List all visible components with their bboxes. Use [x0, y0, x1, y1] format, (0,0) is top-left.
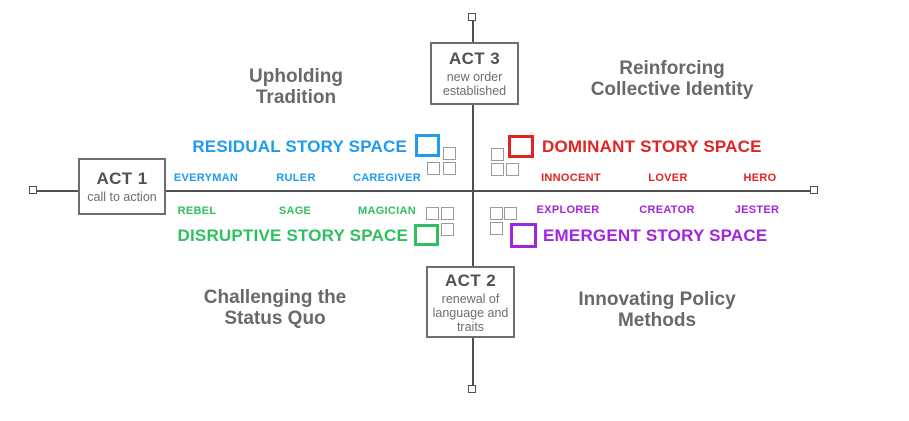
act2-subtitle: renewal of language and traits [433, 292, 509, 334]
residual-color-swatch-square [415, 134, 440, 157]
grid-square [443, 162, 456, 175]
quadrant-tl-line1: Upholding [249, 66, 343, 87]
archetype-ruler: RULER [276, 172, 316, 184]
quadrant-label-innovating-policy-methods: Innovating Policy Methods [547, 289, 767, 331]
archetype-creator: CREATOR [639, 204, 695, 216]
act3-subtitle: new order established [443, 70, 506, 98]
grid-square [491, 148, 504, 161]
act3-subtitle-line1: new order [446, 70, 503, 84]
quadrant-label-challenging-status-quo: Challenging the Status Quo [165, 287, 385, 329]
act1-title: ACT 1 [96, 169, 148, 188]
grid-square [491, 163, 504, 176]
disruptive-color-swatch-square [414, 224, 439, 246]
axis-endpoint-top [468, 13, 476, 21]
emergent-story-space-label: EMERGENT STORY SPACE [543, 226, 768, 245]
act2-subtitle-line2: language and [432, 305, 509, 320]
archetype-everyman: EVERYMAN [173, 172, 239, 184]
act2-title: ACT 2 [444, 270, 497, 290]
quadrant-tr-line2: Collective Identity [590, 79, 754, 100]
grid-square [490, 222, 503, 235]
act3-title: ACT 3 [448, 49, 501, 68]
quadrant-br-line1: Innovating Policy [578, 289, 736, 310]
archetype-magician: MAGICIAN [357, 205, 417, 217]
axis-endpoint-left [29, 186, 37, 194]
axis-endpoint-right [810, 186, 818, 194]
quadrant-label-upholding-tradition: Upholding Tradition [196, 66, 396, 108]
archetype-rebel: REBEL [177, 205, 217, 217]
grid-square [506, 163, 519, 176]
act3-box: ACT 3 new order established [430, 42, 519, 105]
quadrant-bl-line2: Status Quo [224, 308, 326, 329]
quadrant-tr-line1: Reinforcing [619, 58, 725, 79]
dominant-story-space-label: DOMINANT STORY SPACE [542, 137, 762, 156]
act2-subtitle-line3: traits [456, 319, 485, 334]
act1-subtitle: call to action [87, 190, 157, 204]
vertical-axis-line [472, 17, 474, 390]
archetype-innocent: INNOCENT [541, 172, 601, 184]
act2-box: ACT 2 renewal of language and traits [426, 266, 515, 338]
quadrant-label-reinforcing-collective-identity: Reinforcing Collective Identity [552, 58, 792, 100]
archetype-jester: JESTER [734, 204, 780, 216]
grid-square [443, 147, 456, 160]
act2-subtitle-line1: renewal of [441, 291, 500, 306]
archetype-hero: HERO [743, 172, 777, 184]
grid-square [504, 207, 517, 220]
grid-square [427, 162, 440, 175]
disruptive-story-space-label: DISRUPTIVE STORY SPACE [177, 226, 408, 245]
act3-subtitle-line2: established [442, 84, 507, 98]
axis-endpoint-bottom [468, 385, 476, 393]
emergent-color-swatch-square [510, 223, 537, 248]
quadrant-bl-line1: Challenging the [203, 287, 347, 308]
archetype-caregiver: CAREGIVER [352, 172, 422, 184]
act1-box: ACT 1 call to action [78, 158, 166, 215]
quadrant-br-line2: Methods [617, 310, 697, 331]
quadrant-tl-line2: Tradition [255, 87, 337, 108]
archetype-explorer: EXPLORER [536, 204, 600, 216]
grid-square [441, 223, 454, 236]
residual-story-space-label: RESIDUAL STORY SPACE [192, 137, 407, 156]
archetype-sage: SAGE [278, 205, 312, 217]
grid-square [441, 207, 454, 220]
grid-square [490, 207, 503, 220]
archetype-lover: LOVER [648, 172, 688, 184]
grid-square [426, 207, 439, 220]
horizontal-axis-line [33, 190, 814, 192]
dominant-color-swatch-square [508, 135, 534, 158]
